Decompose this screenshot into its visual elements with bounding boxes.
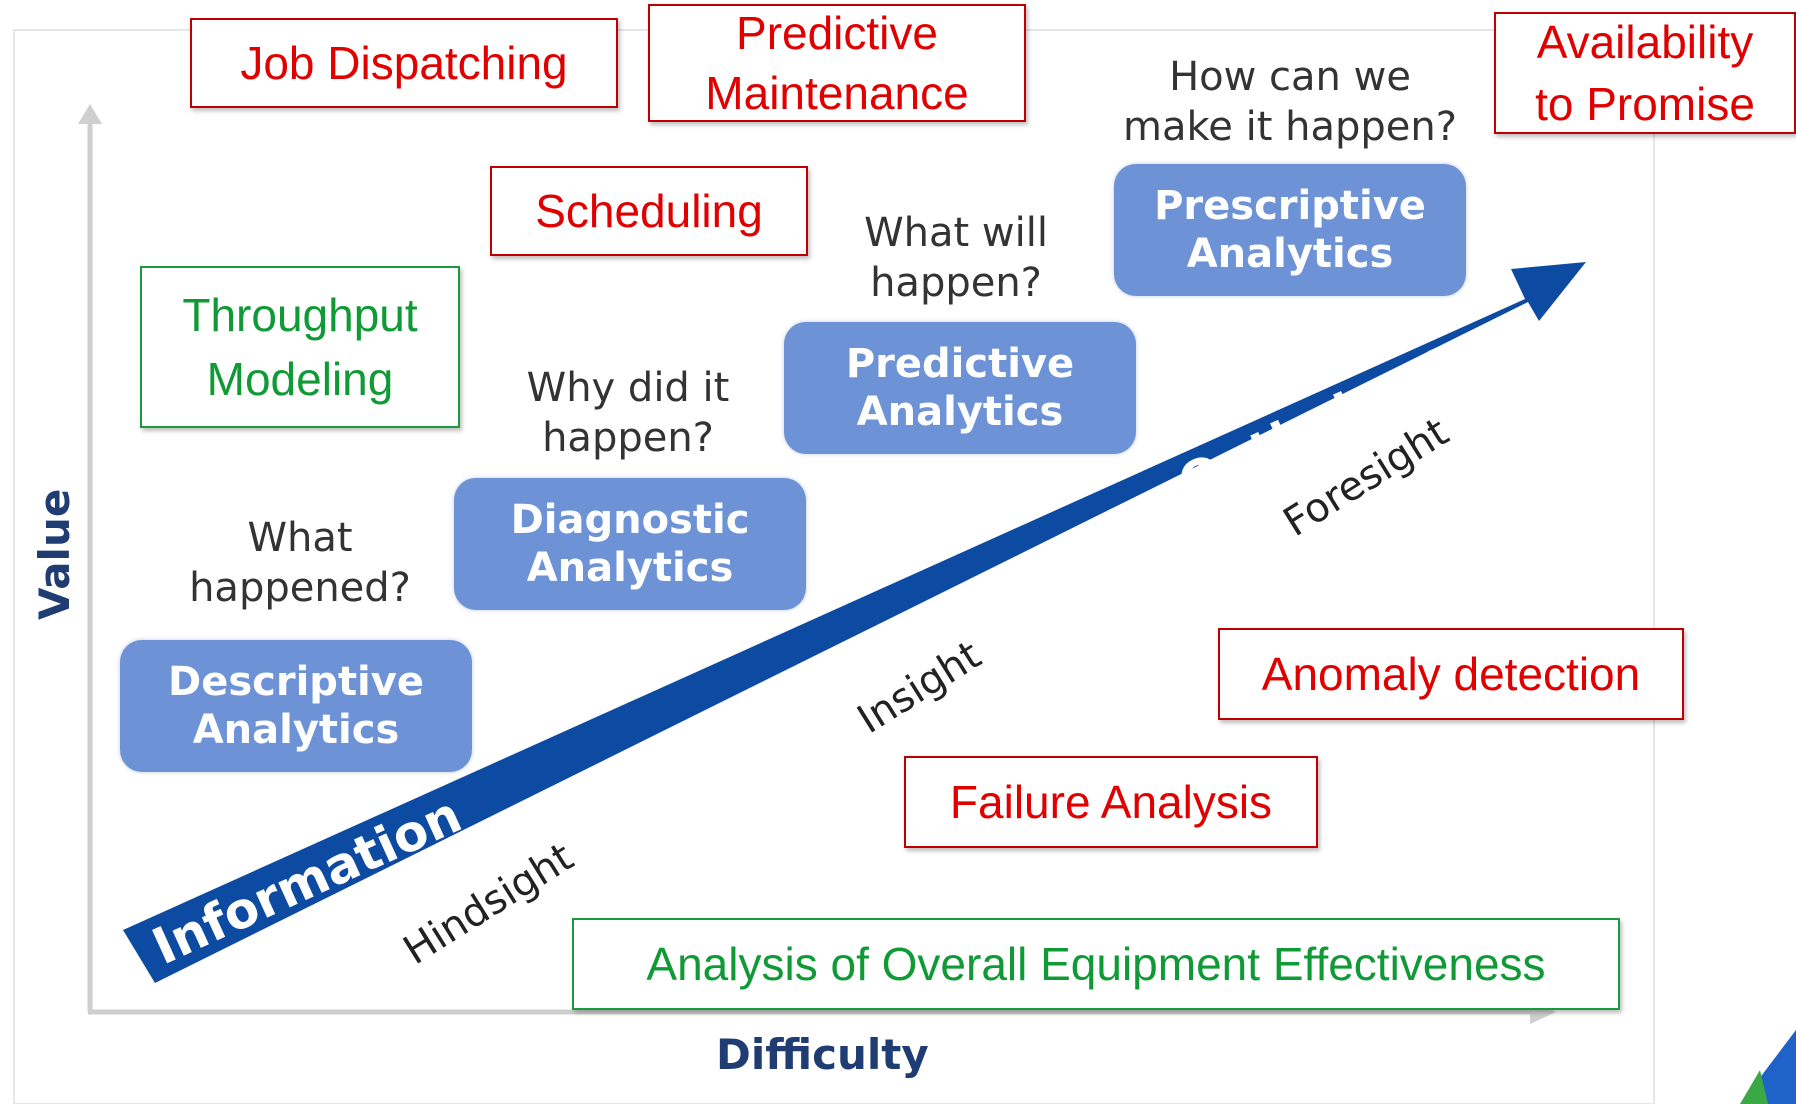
callout-predictive-maintenance-line2: Maintenance	[705, 67, 969, 119]
callout-predictive-maintenance-line1: Predictive	[736, 7, 938, 59]
callout-oee-analysis: Analysis of Overall Equipment Effectiven…	[572, 918, 1620, 1010]
question-descriptive: What happened?	[150, 513, 450, 613]
callout-scheduling: Scheduling	[490, 166, 808, 256]
question-predictive: What will happen?	[806, 208, 1106, 308]
callout-availability-line2: to Promise	[1535, 78, 1755, 130]
question-diagnostic-line1: Why did it	[526, 365, 730, 411]
stage-descriptive-line1: Descriptive	[168, 659, 424, 705]
y-axis-arrowhead	[78, 104, 102, 124]
callout-failure-analysis-text: Failure Analysis	[949, 776, 1273, 828]
question-descriptive-line2: happened?	[189, 565, 411, 611]
stage-predictive-line1: Predictive	[845, 341, 1075, 387]
x-axis-label: Difficulty	[716, 1030, 929, 1079]
callout-availability-line1: Availability	[1536, 16, 1754, 68]
callout-oee-analysis-text: Analysis of Overall Equipment Effectiven…	[646, 938, 1546, 990]
stage-descriptive-line2: Analytics	[192, 707, 400, 753]
callout-job-dispatching-text: Job Dispatching	[240, 37, 568, 89]
question-prescriptive-line1: How can we	[1169, 54, 1411, 100]
callout-throughput-line1: Throughput	[182, 289, 418, 341]
stage-diagnostic-line1: Diagnostic	[510, 497, 750, 543]
callout-throughput-modeling: Throughput Modeling	[140, 266, 460, 428]
stage-prescriptive-line1: Prescriptive	[1154, 183, 1426, 229]
callout-scheduling-text: Scheduling	[535, 185, 763, 237]
callout-predictive-maintenance: Predictive Maintenance	[648, 4, 1026, 122]
question-prescriptive-line2: make it happen?	[1123, 104, 1457, 150]
stage-diagnostic-analytics: Diagnostic Analytics	[454, 478, 806, 610]
question-predictive-line2: happen?	[870, 260, 1042, 306]
stage-descriptive-analytics: Descriptive Analytics	[120, 640, 472, 772]
y-axis-label: Value	[30, 488, 79, 620]
stage-prescriptive-line2: Analytics	[1186, 231, 1394, 277]
question-prescriptive: How can we make it happen?	[1110, 52, 1470, 152]
question-predictive-line1: What will	[864, 210, 1048, 256]
progression-arrow	[123, 262, 1586, 983]
question-diagnostic-line2: happen?	[542, 415, 714, 461]
callout-throughput-line2: Modeling	[206, 353, 394, 405]
callout-anomaly-detection-text: Anomaly detection	[1261, 648, 1641, 700]
callout-anomaly-detection: Anomaly detection	[1218, 628, 1684, 720]
question-diagnostic: Why did it happen?	[478, 363, 778, 463]
stage-prescriptive-analytics: Prescriptive Analytics	[1114, 164, 1466, 296]
logo-green-shape	[1740, 1070, 1768, 1104]
question-descriptive-line1: What	[247, 515, 353, 561]
stage-diagnostic-line2: Analytics	[526, 545, 734, 591]
stage-predictive-analytics: Predictive Analytics	[784, 322, 1136, 454]
callout-job-dispatching: Job Dispatching	[190, 18, 618, 108]
callout-failure-analysis: Failure Analysis	[904, 756, 1318, 848]
stage-predictive-line2: Analytics	[856, 389, 1064, 435]
callout-availability-to-promise: Availability to Promise	[1494, 12, 1796, 134]
